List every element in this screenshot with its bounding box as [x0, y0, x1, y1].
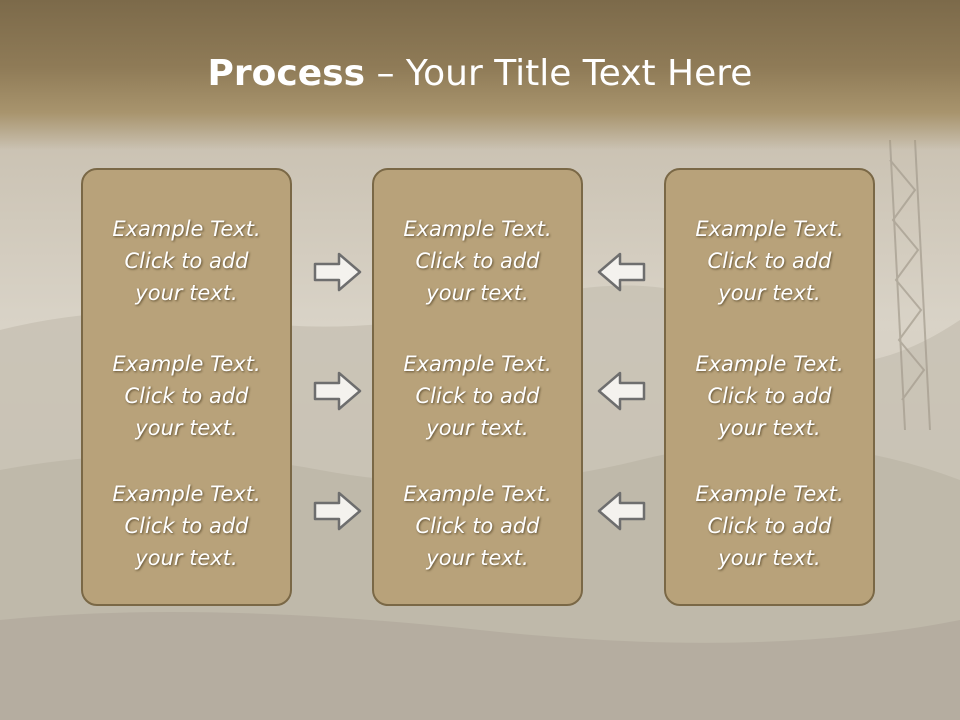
title-rest: – Your Title Text Here: [365, 53, 753, 94]
box-2-text-3[interactable]: Example Text. Click to add your text.: [403, 482, 552, 570]
box-1-text-1[interactable]: Example Text. Click to add your text.: [112, 217, 261, 305]
right-arrow-icon: [313, 491, 362, 531]
left-arrow-icon: [597, 371, 646, 411]
left-arrow-icon: [597, 491, 646, 531]
right-arrow-icon: [313, 371, 362, 411]
box-3-text-1[interactable]: Example Text. Click to add your text.: [695, 217, 844, 305]
title-band: [0, 0, 960, 150]
box-2-text-1[interactable]: Example Text. Click to add your text.: [403, 217, 552, 305]
box-1-text-2[interactable]: Example Text. Click to add your text.: [112, 352, 261, 440]
process-box-3[interactable]: Example Text. Click to add your text. Ex…: [664, 168, 875, 606]
page-title[interactable]: Process – Your Title Text Here: [0, 52, 960, 96]
process-box-1[interactable]: Example Text. Click to add your text. Ex…: [81, 168, 292, 606]
title-bold: Process: [207, 53, 366, 94]
box-1-text-3[interactable]: Example Text. Click to add your text.: [112, 482, 261, 570]
left-arrow-icon: [597, 252, 646, 292]
box-3-text-3[interactable]: Example Text. Click to add your text.: [695, 482, 844, 570]
box-3-text-2[interactable]: Example Text. Click to add your text.: [695, 352, 844, 440]
process-box-2[interactable]: Example Text. Click to add your text. Ex…: [372, 168, 583, 606]
right-arrow-icon: [313, 252, 362, 292]
box-2-text-2[interactable]: Example Text. Click to add your text.: [403, 352, 552, 440]
